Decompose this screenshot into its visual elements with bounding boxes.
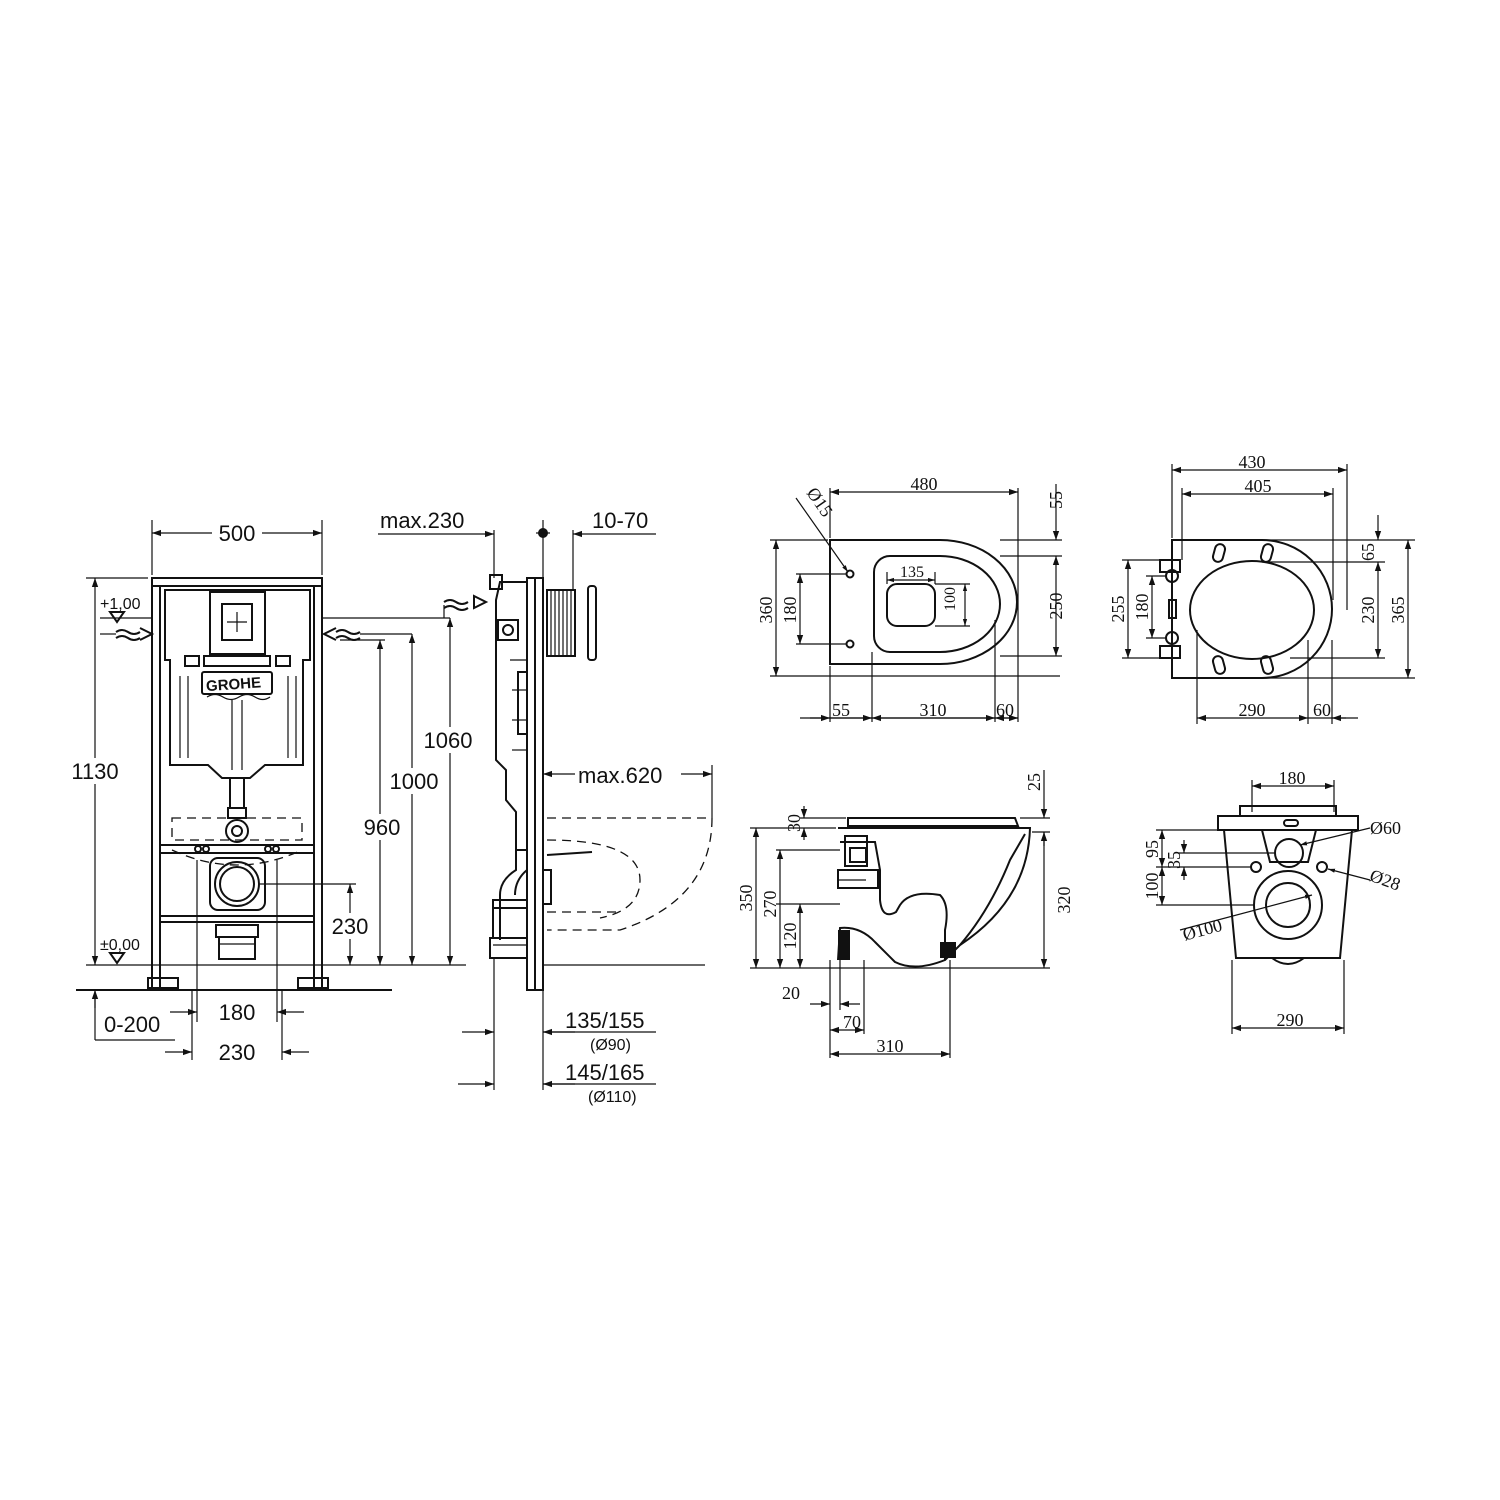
dim-pipe-110-note: (Ø110) (588, 1089, 637, 1106)
frame-side-view: max.230 10-70 max.620 135/155 (Ø90) 145/… (378, 508, 713, 1106)
bowl-side-inlet-270: 270 (760, 891, 780, 918)
rear-dim-100: 100 (1142, 873, 1162, 900)
dim-pipe-90: 135/155 (565, 1008, 645, 1033)
dim-500: 500 (219, 521, 256, 546)
bowl-side-outlet-120: 120 (780, 923, 800, 950)
rear-dim-35: 35 (1164, 851, 1184, 869)
dim-pipe-90-note: (Ø90) (590, 1037, 631, 1054)
level-top: +1,00 (100, 596, 141, 613)
bowl-top-height: 360 (756, 597, 776, 624)
rear-dim-95: 95 (1142, 840, 1162, 858)
bowl-side-height-350: 350 (736, 885, 756, 912)
rear-width-290: 290 (1277, 1010, 1304, 1030)
bowl-side-top-25: 25 (1024, 773, 1044, 791)
seat-holes-180: 180 (1132, 594, 1152, 621)
bowl-top-top-offset: 55 (1046, 491, 1066, 509)
dim-1060: 1060 (424, 728, 473, 753)
bowl-side-view: 30 350 270 120 25 320 20 70 310 (736, 770, 1074, 1058)
rear-dia-28: Ø28 (1367, 865, 1403, 894)
seat-height-230: 230 (1358, 597, 1378, 624)
dim-max-230: max.230 (380, 508, 464, 533)
bowl-side-bottom-20: 20 (782, 983, 800, 1003)
dim-1130: 1130 (71, 759, 118, 784)
frame-front-view: GROHE (64, 520, 480, 1065)
bowl-top-left-offset: 55 (832, 700, 850, 720)
dim-0-200: 0-200 (104, 1012, 160, 1037)
dim-180: 180 (219, 1000, 256, 1025)
bowl-top-inner-width: 135 (900, 564, 924, 581)
seat-height-365: 365 (1388, 597, 1408, 624)
dim-230: 230 (332, 914, 369, 939)
bowl-top-inner-height: 100 (942, 587, 959, 611)
bowl-side-seat-30: 30 (784, 814, 804, 832)
bowl-side-length-310: 310 (877, 1036, 904, 1056)
dim-960: 960 (364, 815, 401, 840)
bowl-top-holes-spacing: 180 (780, 597, 800, 624)
rear-dia-60: Ø60 (1370, 818, 1401, 838)
seat-offset-top: 65 (1358, 543, 1378, 561)
rear-dia-100: Ø100 (1180, 915, 1224, 945)
bowl-side-bottom-70: 70 (843, 1012, 861, 1032)
grohe-logo: GROHE (206, 674, 262, 695)
bowl-top-front-height: 250 (1046, 593, 1066, 620)
bowl-top-right-offset: 60 (996, 700, 1014, 720)
seat-height-255: 255 (1108, 596, 1128, 623)
dim-1000: 1000 (390, 769, 439, 794)
bowl-rear-view: 180 Ø60 Ø28 95 35 100 Ø100 290 (1142, 768, 1403, 1034)
bowl-top-length: 480 (911, 474, 938, 494)
dim-pipe-110: 145/165 (565, 1060, 645, 1085)
seat-top-view: 430 405 65 230 365 255 180 290 60 (1108, 452, 1415, 724)
dim-230-bottom: 230 (219, 1040, 256, 1065)
seat-width-outer: 430 (1239, 452, 1266, 472)
bowl-top-middle: 310 (920, 700, 947, 720)
rear-width-180: 180 (1279, 768, 1306, 788)
dim-10-70: 10-70 (592, 508, 648, 533)
bowl-side-height-320: 320 (1054, 887, 1074, 914)
level-zero: ±0,00 (100, 937, 140, 954)
seat-bottom-60: 60 (1313, 700, 1331, 720)
dim-max-620: max.620 (578, 763, 662, 788)
seat-bottom-290: 290 (1239, 700, 1266, 720)
bowl-top-view: 480 Ø15 135 100 360 180 55 250 (756, 474, 1066, 722)
seat-width-inner: 405 (1245, 476, 1272, 496)
